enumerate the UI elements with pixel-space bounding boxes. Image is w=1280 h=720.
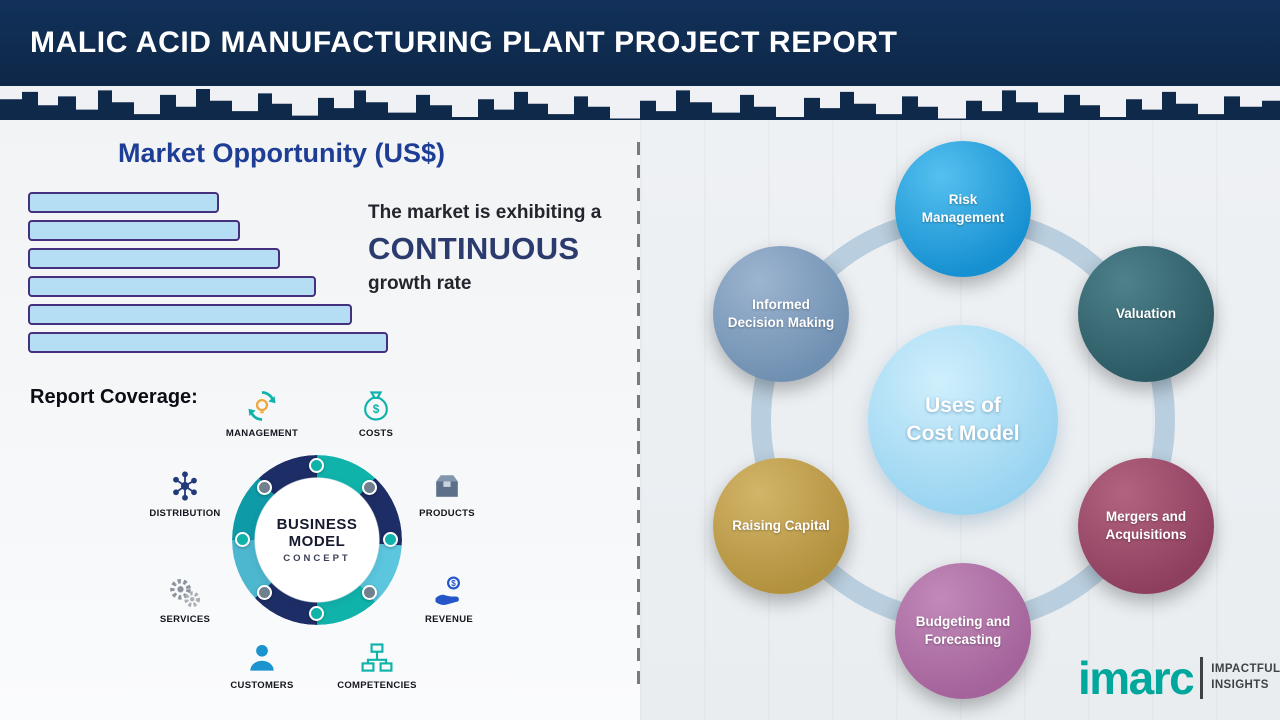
node-mergers-acquisitions: Mergers and Acquisitions <box>1078 458 1214 594</box>
report-coverage-label: Report Coverage: <box>30 386 198 408</box>
bm-item-distribution: DISTRIBUTION <box>137 468 233 519</box>
logo-tagline-line1: IMPACTFUL <box>1211 663 1280 676</box>
bm-item-label: MANAGEMENT <box>225 428 299 439</box>
node-raising-capital: Raising Capital <box>713 458 849 594</box>
product-box-icon <box>436 475 458 497</box>
page-title: MALIC ACID MANUFACTURING PLANT PROJECT R… <box>30 26 898 59</box>
bm-item-competencies: COMPETENCIES <box>329 640 425 691</box>
market-growth-note: The market is exhibiting a CONTINUOUS gr… <box>368 202 636 295</box>
node-budgeting-forecasting: Budgeting and Forecasting <box>895 563 1031 699</box>
hand-coin-icon: $ <box>435 576 460 605</box>
svg-text:$: $ <box>373 403 380 416</box>
ring-dot <box>235 532 250 547</box>
business-model-center: BUSINESS MODEL CONCEPT <box>255 478 379 602</box>
business-model-center-line2: MODEL <box>288 533 346 550</box>
bm-item-label: SERVICES <box>159 614 211 625</box>
market-bar <box>28 248 280 269</box>
bm-item-customers: CUSTOMERS <box>214 640 310 691</box>
bm-item-revenue: $ REVENUE <box>401 574 497 625</box>
market-bar-chart <box>28 192 388 360</box>
imarc-logo-text: imarc <box>1078 652 1195 704</box>
bm-item-products: PRODUCTS <box>399 468 495 519</box>
org-chart-icon <box>361 643 393 672</box>
bm-item-label: CUSTOMERS <box>230 680 294 691</box>
node-label: Risk Management <box>921 192 1005 225</box>
vertical-dashed-divider <box>637 142 640 690</box>
bm-item-label: REVENUE <box>424 614 474 625</box>
market-bar <box>28 304 352 325</box>
money-bag-icon: $ <box>364 391 388 421</box>
growth-note-emphasis: CONTINUOUS <box>368 231 580 266</box>
node-informed-decision-making: Informed Decision Making <box>713 246 849 382</box>
ring-dot <box>362 480 377 495</box>
ring-dot <box>257 480 272 495</box>
market-bar <box>28 276 316 297</box>
growth-note-line2: growth rate <box>368 273 472 294</box>
bm-item-management: MANAGEMENT <box>214 388 310 439</box>
ring-dot <box>383 532 398 547</box>
imarc-logo: imarc IMPACTFUL INSIGHTS <box>1078 655 1280 701</box>
node-valuation: Valuation <box>1078 246 1214 382</box>
logo-tagline-line2: INSIGHTS <box>1211 679 1269 691</box>
market-opportunity-title: Market Opportunity (US$) <box>118 138 446 168</box>
bm-item-services: SERVICES <box>137 574 233 625</box>
header: MALIC ACID MANUFACTURING PLANT PROJECT R… <box>0 0 1280 86</box>
person-icon <box>250 644 274 671</box>
ring-dot <box>257 585 272 600</box>
node-label: Valuation <box>1115 306 1176 322</box>
node-label: Raising Capital <box>732 518 830 534</box>
ring-dot <box>362 585 377 600</box>
business-model-center-line3: CONCEPT <box>283 553 351 565</box>
growth-note-line1: The market is exhibiting a <box>368 202 602 223</box>
bm-item-label: COSTS <box>358 428 394 439</box>
management-cycle-icon <box>248 391 276 421</box>
gears-icon <box>170 578 201 608</box>
node-risk-management: Risk Management <box>895 141 1031 277</box>
business-model-center-line1: BUSINESS <box>276 515 358 533</box>
cost-model-center-circle: Uses of Cost Model <box>868 325 1058 515</box>
node-label: Budgeting and Forecasting <box>915 614 1011 647</box>
market-bar <box>28 192 219 213</box>
market-bar <box>28 332 388 353</box>
bm-item-label: PRODUCTS <box>419 508 475 519</box>
ring-dot <box>309 606 324 621</box>
market-bar <box>28 220 240 241</box>
network-icon <box>173 471 197 501</box>
node-label: Informed Decision Making <box>727 297 835 330</box>
bm-item-label: DISTRIBUTION <box>149 508 221 519</box>
bm-item-label: COMPETENCIES <box>337 680 417 691</box>
ring-dot <box>309 458 324 473</box>
svg-text:$: $ <box>451 579 456 588</box>
cost-model-center-line2: Cost Model <box>906 422 1020 445</box>
cost-model-center-line1: Uses of <box>925 393 1001 417</box>
bm-item-costs: $ COSTS <box>328 388 424 439</box>
node-label: Mergers and Acquisitions <box>1105 509 1187 542</box>
city-skyline-graphic <box>0 88 1280 120</box>
logo-separator <box>1200 657 1204 699</box>
